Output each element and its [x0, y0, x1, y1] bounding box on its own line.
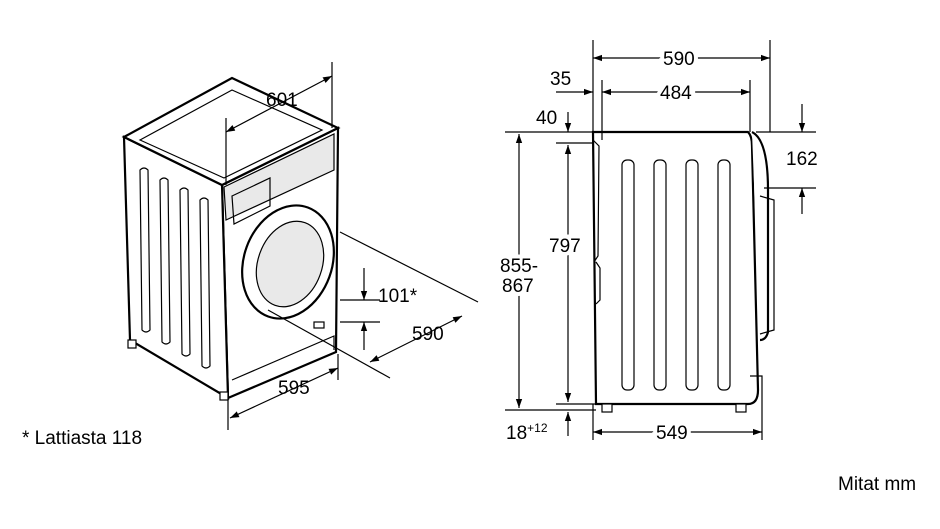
foot: [127, 339, 137, 349]
base-width-label: 549: [656, 423, 688, 444]
offset-label: 35: [550, 69, 571, 90]
control-panel: [223, 133, 335, 221]
foot-label: 18+12: [506, 421, 548, 444]
detergent-drawer: [231, 177, 271, 225]
washer-perspective: 601 101* 590 595: [121, 62, 479, 430]
door-profile: [751, 131, 770, 342]
foot: [219, 391, 229, 401]
total-height-label-1: 855-: [500, 256, 538, 277]
foot: [735, 403, 747, 413]
side-grooves: [139, 167, 211, 369]
depth2-label: 590: [412, 324, 444, 345]
side-view-grooves: [621, 159, 731, 391]
depth-label: 601: [266, 90, 298, 111]
inner-width-label: 484: [660, 83, 692, 104]
width-label: 595: [278, 378, 310, 399]
door-glass: [255, 220, 325, 308]
washer-side-view: 590 484 35 40 162 855- 867 797 18+12: [496, 40, 818, 448]
units-note: Mitat mm: [838, 474, 917, 495]
total-height-label-2: 867: [502, 276, 534, 297]
foot: [601, 403, 613, 413]
plinth-label: 101*: [378, 286, 418, 307]
door-label: 162: [786, 149, 818, 170]
plinth: [231, 335, 335, 381]
top-width-label: 590: [663, 49, 695, 70]
top-offset-label: 40: [536, 108, 557, 129]
footnote: * Lattiasta 118: [22, 428, 143, 449]
body-height-label: 797: [549, 236, 581, 257]
side-body: [591, 130, 760, 406]
